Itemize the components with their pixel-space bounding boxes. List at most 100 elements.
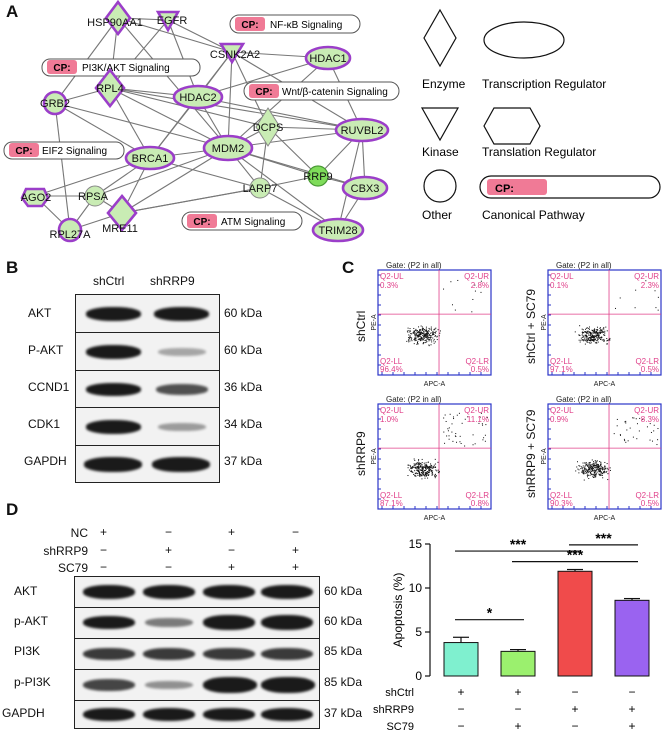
translation-shape-icon — [483, 107, 541, 145]
event-dot — [413, 465, 415, 467]
event-dot — [591, 336, 593, 338]
blot-d-sign: − — [165, 525, 173, 539]
event-dot — [485, 424, 487, 426]
quadrant-name: Q2-UL — [380, 406, 404, 415]
legend-translation: Translation Regulator — [482, 145, 596, 159]
quadrant-name: Q2-LL — [550, 491, 573, 500]
condition-sign: − — [457, 719, 464, 730]
event-dot — [601, 474, 603, 476]
event-dot — [423, 335, 425, 337]
event-dot — [415, 466, 417, 468]
blot-band — [261, 648, 313, 660]
event-dot — [413, 332, 415, 334]
event-dot — [422, 469, 424, 471]
event-dot — [592, 467, 594, 469]
event-dot — [635, 289, 637, 291]
flow-plot-frame — [377, 269, 492, 376]
blot-b-strip — [75, 370, 220, 408]
node-label-hdac2: HDAC2 — [179, 92, 216, 104]
event-dot — [418, 338, 420, 340]
cp-tag: CP: — [255, 87, 272, 98]
condition-sign: − — [514, 702, 521, 716]
event-dot — [429, 328, 431, 330]
event-dot — [594, 476, 596, 478]
event-dot — [412, 332, 414, 334]
event-dot — [594, 467, 596, 469]
event-dot — [425, 331, 427, 333]
event-dot — [428, 340, 430, 342]
event-dot — [434, 475, 436, 477]
blot-b-kda: 60 kDa — [224, 343, 263, 357]
event-dot — [432, 337, 434, 339]
event-dot — [607, 467, 609, 469]
event-dot — [598, 470, 600, 472]
condition-sign: − — [571, 685, 578, 699]
blot-band — [158, 423, 206, 431]
blot-d-kda: 37 kDa — [324, 706, 363, 720]
event-dot — [425, 464, 427, 466]
y-axis-label: Apoptosis (%) — [391, 573, 405, 648]
event-dot — [588, 470, 590, 472]
event-dot — [597, 335, 599, 337]
y-tick-label: 5 — [415, 625, 422, 639]
event-dot — [597, 467, 599, 469]
event-dot — [595, 474, 597, 476]
event-dot — [595, 460, 597, 462]
event-dot — [414, 464, 416, 466]
event-dot — [417, 469, 419, 471]
event-dot — [595, 476, 597, 478]
event-dot — [587, 465, 589, 467]
event-dot — [581, 334, 583, 336]
event-dot — [599, 339, 601, 341]
event-dot — [414, 470, 416, 472]
event-dot — [427, 467, 429, 469]
event-dot — [595, 334, 597, 336]
event-dot — [594, 474, 596, 476]
bar — [557, 570, 593, 677]
event-dot — [590, 333, 592, 335]
event-dot — [583, 340, 585, 342]
event-dot — [423, 329, 425, 331]
flow-plot-frame — [547, 403, 662, 510]
event-dot — [451, 423, 453, 425]
flow-gate-label: Gate: (P2 in all) — [386, 261, 442, 270]
event-dot — [422, 327, 424, 329]
event-dot — [591, 336, 593, 338]
event-dot — [425, 462, 427, 464]
event-dot — [594, 470, 596, 472]
event-dot — [586, 463, 588, 465]
event-dot — [593, 461, 595, 463]
event-dot — [585, 462, 587, 464]
event-dot — [593, 472, 595, 474]
node-label-larp7: LARP7 — [243, 183, 278, 195]
event-dot — [409, 335, 411, 337]
event-dot — [592, 331, 594, 333]
event-dot — [602, 466, 604, 468]
event-dot — [578, 469, 580, 471]
blot-band — [203, 615, 255, 630]
event-dot — [426, 466, 428, 468]
event-dot — [636, 423, 638, 425]
node-label-hdac1: HDAC1 — [309, 53, 346, 65]
event-dot — [649, 423, 651, 425]
event-dot — [410, 470, 412, 472]
blot-d-row-label: p-PI3K — [14, 675, 51, 689]
condition-sign: + — [514, 719, 521, 730]
event-dot — [430, 336, 432, 338]
event-dot — [419, 333, 421, 335]
bar — [614, 599, 650, 677]
event-dot — [645, 280, 647, 282]
event-dot — [426, 334, 428, 336]
event-dot — [414, 464, 416, 466]
event-dot — [408, 464, 410, 466]
event-dot — [427, 330, 429, 332]
blot-band — [261, 585, 313, 599]
event-dot — [582, 471, 584, 473]
event-dot — [436, 336, 438, 338]
event-dot — [593, 331, 595, 333]
event-dot — [424, 475, 426, 477]
node-ruvbl2-shape — [334, 117, 390, 143]
flow-x-axis-label: APC-A — [424, 515, 446, 522]
blot-band — [83, 679, 135, 691]
event-dot — [590, 332, 592, 334]
